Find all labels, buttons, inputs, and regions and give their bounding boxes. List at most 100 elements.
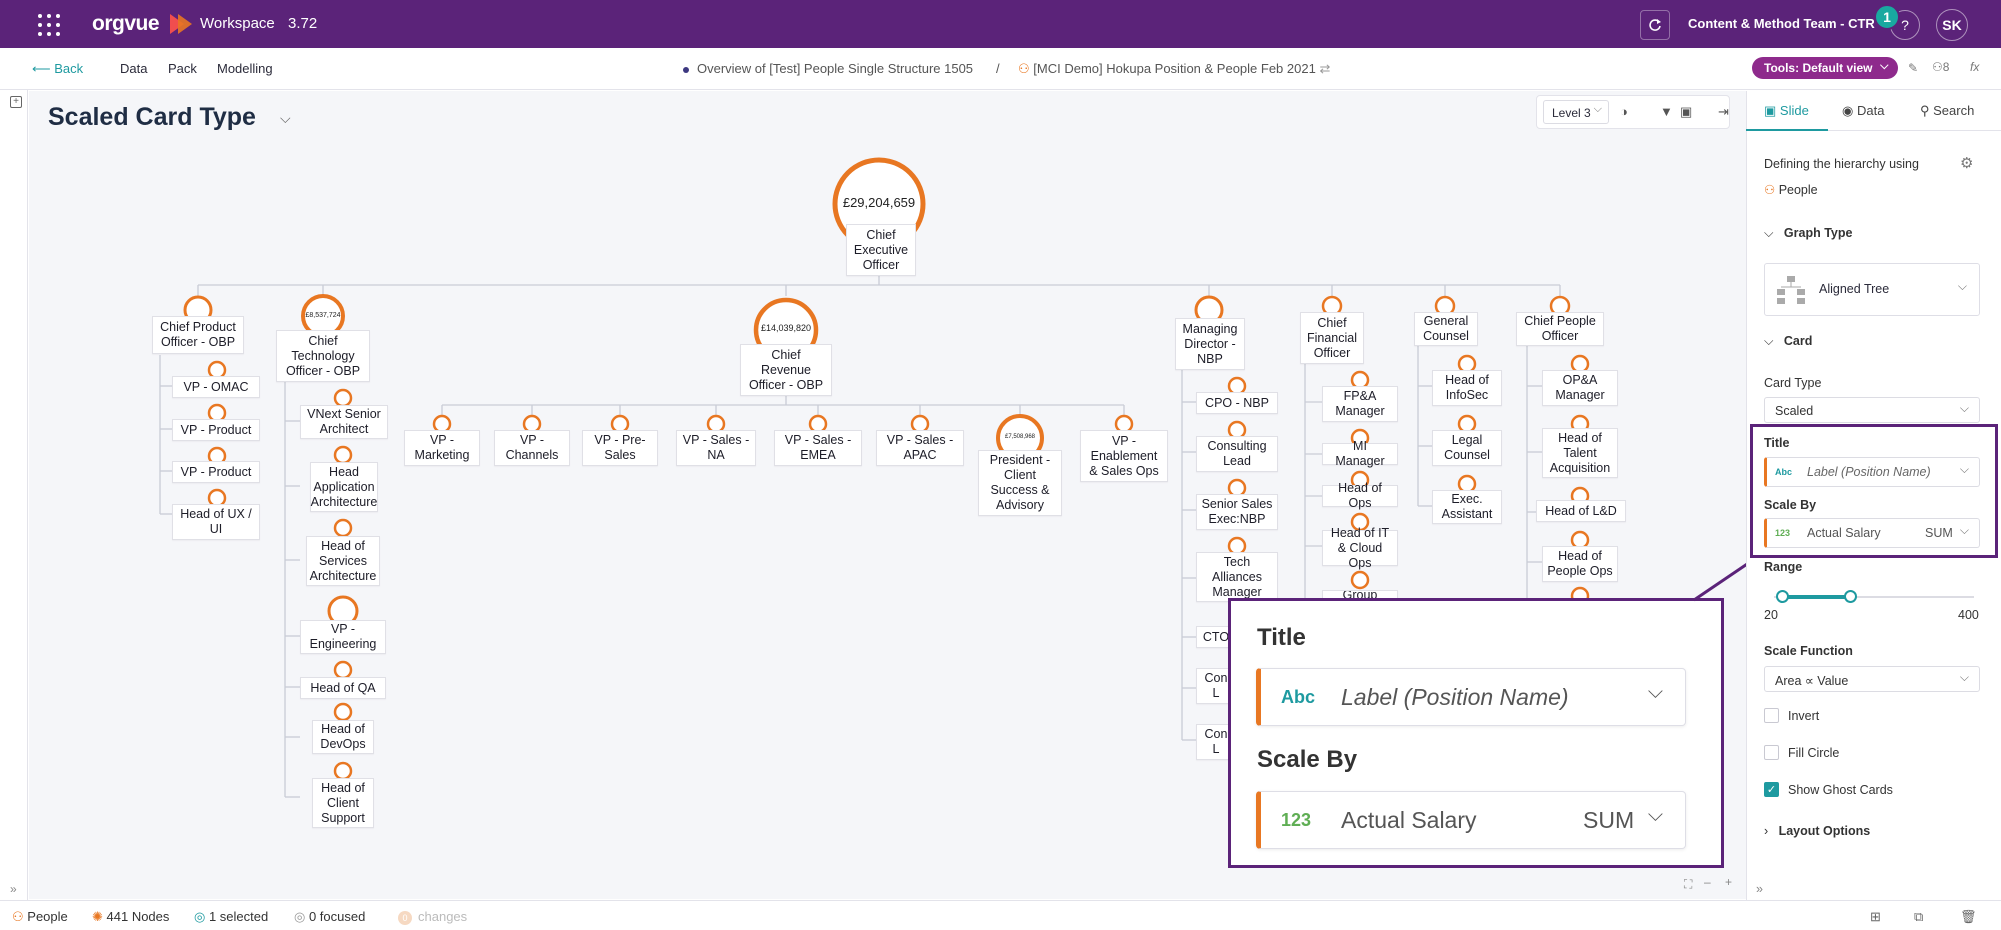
card-ceo[interactable]: Chief Executive Officer <box>846 224 916 276</box>
card-cpo[interactable]: Chief Product Officer - OBP <box>152 316 244 354</box>
invert-checkbox[interactable] <box>1764 708 1779 723</box>
card-product-child[interactable]: VP - OMAC <box>172 376 260 398</box>
card-tech-child[interactable]: VNext Senior Architect <box>300 405 388 439</box>
export-icon[interactable]: ⇥ <box>1718 104 1729 119</box>
card-type-select[interactable]: Scaled <box>1764 397 1980 423</box>
card-cfo-child[interactable]: FP&A Manager <box>1322 386 1398 422</box>
status-focused[interactable]: ◎ 0 focused <box>294 909 365 925</box>
user-avatar[interactable]: SK <box>1936 9 1968 41</box>
zoom-out-icon[interactable]: – <box>1704 875 1711 889</box>
card-counsel-child[interactable]: Exec. Assistant <box>1432 490 1502 524</box>
notification-badge[interactable]: 1 <box>1874 4 1900 30</box>
filter-icon[interactable]: ▼ <box>1660 104 1673 119</box>
card-cfo-child[interactable]: MI Manager <box>1322 439 1398 468</box>
card-cto[interactable]: Chief Technology Officer - OBP <box>276 330 370 382</box>
status-nodes[interactable]: ✺ 441 Nodes <box>92 909 169 925</box>
card-people-child[interactable]: OP&A Manager <box>1542 370 1618 406</box>
scale-by-field[interactable]: 123 Actual Salary SUM ⌵ <box>1764 518 1980 548</box>
card-product-child[interactable]: VP - Product <box>172 461 260 483</box>
hierarchy-value[interactable]: ⚇ People <box>1764 182 1818 197</box>
formula-icon[interactable]: fx <box>1970 60 1980 74</box>
card-tech-child[interactable]: VP - Engineering <box>300 620 386 654</box>
card-revenue-child[interactable]: VP - Channels <box>494 430 570 466</box>
tab-data[interactable]: ◉ Data <box>1842 103 1884 119</box>
card-md-child[interactable]: CTO <box>1196 626 1236 648</box>
show-ghost-cards-checkbox[interactable]: ✓ <box>1764 782 1779 797</box>
card-people-child[interactable]: Head of People Ops <box>1542 546 1618 582</box>
zoom-scale-field[interactable]: 123 Actual Salary SUM ⌵ <box>1256 791 1686 849</box>
add-icon[interactable]: ⊞ <box>1870 909 1881 924</box>
card-revenue-child[interactable]: VP - Sales - APAC <box>876 430 964 466</box>
card-md-child[interactable]: Senior Sales Exec:NBP <box>1196 494 1278 530</box>
card-cfo-child[interactable]: Head of IT & Cloud Ops <box>1322 526 1398 570</box>
card-counsel-child[interactable]: Head of InfoSec <box>1432 370 1502 406</box>
team-name[interactable]: Content & Method Team - CTR <box>1688 16 1875 31</box>
fit-screen-icon[interactable]: ⛶ <box>1684 877 1693 891</box>
card-tech-child[interactable]: Head of QA <box>300 677 386 699</box>
cards-icon[interactable]: ▣ <box>1680 104 1693 119</box>
card-section[interactable]: ⌵ Card <box>1764 334 1812 349</box>
card-md-child[interactable]: Tech Alliances Manager <box>1196 552 1278 602</box>
card-tech-child[interactable]: Head of Client Support <box>312 778 374 828</box>
expand-left-icon[interactable]: » <box>10 882 17 896</box>
tab-slide[interactable]: ▣ Slide <box>1764 103 1809 119</box>
title-field[interactable]: Abc Label (Position Name) ⌵ <box>1764 457 1980 487</box>
layout-options-section[interactable]: › Layout Options <box>1764 824 1870 838</box>
delete-icon[interactable]: 🗑 <box>1960 909 1977 924</box>
card-revenue-child[interactable]: VP - Sales - EMEA <box>774 430 862 466</box>
range-slider[interactable] <box>1774 590 1974 603</box>
card-cpeo[interactable]: Chief People Officer <box>1516 312 1604 346</box>
card-md-child[interactable]: CPO - NBP <box>1196 392 1278 414</box>
breadcrumb-dataset[interactable]: ⚇ [MCI Demo] Hokupa Position & People Fe… <box>1018 61 1330 77</box>
scale-function-select[interactable]: Area ∝ Value <box>1764 666 1980 692</box>
card-revenue-child[interactable]: VP - Sales - NA <box>676 430 756 466</box>
card-md[interactable]: Managing Director - NBP <box>1175 318 1245 370</box>
nav-data[interactable]: Data <box>120 61 148 76</box>
graph-type-select[interactable]: Aligned Tree ⌵ <box>1764 263 1980 316</box>
card-revenue-child[interactable]: VP - Enablement & Sales Ops <box>1080 430 1168 482</box>
status-dimension[interactable]: ⚇ People <box>12 909 68 925</box>
card-revenue-child[interactable]: President - Client Success & Advisory <box>978 450 1062 516</box>
card-revenue-child[interactable]: VP - Marketing <box>404 430 480 466</box>
duplicate-icon[interactable]: ⧉ <box>1914 909 1924 924</box>
card-cro[interactable]: Chief Revenue Officer - OBP <box>740 344 832 396</box>
palette-icon[interactable]: ◑ <box>1620 104 1628 119</box>
status-selected[interactable]: ◎ 1 selected <box>194 909 268 925</box>
breadcrumb-overview[interactable]: Overview of [Test] People Single Structu… <box>683 61 973 76</box>
zoom-title-field[interactable]: Abc Label (Position Name) ⌵ <box>1256 668 1686 726</box>
range-high-handle[interactable] <box>1844 590 1857 603</box>
card-cfo[interactable]: Chief Financial Officer <box>1300 312 1364 364</box>
tab-search[interactable]: ⚲ Search <box>1920 103 1974 119</box>
nav-pack[interactable]: Pack <box>168 61 197 76</box>
back-button[interactable]: ⟵ Back <box>32 61 83 77</box>
card-product-child[interactable]: Head of UX / UI <box>172 504 260 540</box>
users-count[interactable]: ⚇8 <box>1932 60 1949 74</box>
nav-modelling[interactable]: Modelling <box>217 61 273 76</box>
card-revenue-child[interactable]: VP - Pre-Sales <box>582 430 658 466</box>
apps-grid-icon[interactable] <box>38 14 60 36</box>
tools-view-dropdown[interactable]: Tools: Default view <box>1752 55 1899 79</box>
range-low-handle[interactable] <box>1776 590 1789 603</box>
fill-circle-checkbox[interactable] <box>1764 745 1779 760</box>
workspace-label[interactable]: Workspace <box>200 15 275 32</box>
card-md-child[interactable]: Consulting Lead <box>1196 436 1278 472</box>
card-counsel[interactable]: General Counsel <box>1414 312 1478 346</box>
card-tech-child[interactable]: Head of DevOps <box>312 720 374 754</box>
card-cfo-child[interactable]: Head of Ops <box>1322 481 1398 510</box>
gear-icon[interactable]: ⚙ <box>1960 155 1974 172</box>
graph-type-section[interactable]: ⌵ Graph Type <box>1764 226 1852 241</box>
card-tech-child[interactable]: Head Application Architecture <box>310 462 378 512</box>
card-people-child[interactable]: Head of L&D <box>1536 500 1626 522</box>
add-slide-icon[interactable]: + <box>10 96 22 108</box>
zoom-in-icon[interactable]: + <box>1725 875 1733 889</box>
card-people-child[interactable]: Head of Talent Acquisition <box>1542 428 1618 478</box>
level-select[interactable]: Level 3 <box>1543 100 1609 124</box>
page-title[interactable]: Scaled Card Type <box>48 103 256 131</box>
chevron-down-icon[interactable]: ⌵ <box>280 110 291 126</box>
sync-button[interactable] <box>1640 10 1670 40</box>
orgvue-logo[interactable]: orgvue <box>92 12 160 35</box>
card-product-child[interactable]: VP - Product <box>172 419 260 441</box>
collapse-panel-icon[interactable]: » <box>1756 882 1763 896</box>
card-tech-child[interactable]: Head of Services Architecture <box>306 536 380 586</box>
